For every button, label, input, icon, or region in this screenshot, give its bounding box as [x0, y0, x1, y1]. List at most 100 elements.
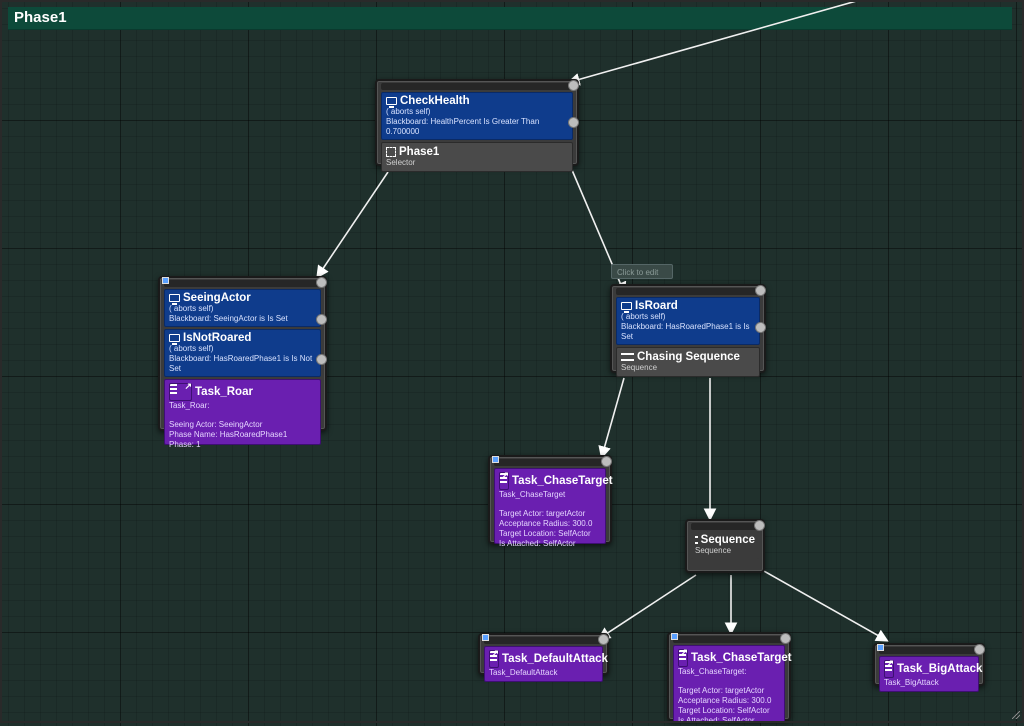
task-prop: Phase: 1: [169, 440, 201, 449]
resize-handle-icon[interactable]: [1012, 711, 1020, 719]
decorator-seeingactor[interactable]: SeeingActor ( aborts self) Blackboard: S…: [164, 289, 327, 327]
task-prop: Seeing Actor: SeeingActor: [169, 420, 263, 429]
decorator-title: SeeingActor: [183, 292, 251, 304]
composite-phase1[interactable]: Phase1 Selector: [381, 142, 573, 172]
decorator-aborts: ( aborts self): [386, 107, 431, 116]
decorator-aborts: ( aborts self): [621, 312, 666, 321]
decorator-desc: Blackboard: HasRoaredPhase1 is Is Not Se…: [169, 354, 313, 373]
task-chasetarget-2[interactable]: Task_ChaseTarget Task_ChaseTarget: Targe…: [673, 645, 792, 725]
input-pin-icon[interactable]: [754, 520, 765, 531]
task-title: Task_ChaseTarget: [512, 475, 613, 487]
node-top-bar: [164, 280, 321, 287]
composite-type: Selector: [386, 158, 416, 167]
input-pin-icon[interactable]: [316, 277, 327, 288]
comment-click-to-edit[interactable]: Click to edit: [611, 264, 673, 279]
decorator-desc: Blackboard: SeeingActor is Is Set: [169, 314, 288, 323]
decorator-pin-icon[interactable]: [316, 354, 327, 365]
node-top-bar: [494, 459, 606, 466]
decorator-title: IsRoard: [635, 300, 678, 312]
order-pin-icon: [671, 633, 678, 640]
task-roar[interactable]: Task_Roar Task_Roar: Seeing Actor: Seein…: [164, 379, 321, 449]
decorator-aborts: ( aborts self): [169, 344, 214, 353]
monitor-icon: [169, 294, 180, 305]
order-pin-icon: [162, 277, 169, 284]
decorator-isnotroared[interactable]: IsNotRoared ( aborts self) Blackboard: H…: [164, 329, 327, 377]
composite-title: Phase1: [399, 146, 440, 158]
composite-sequence[interactable]: Sequence Sequence: [691, 532, 759, 559]
task-defaultattack-node[interactable]: Task_DefaultAttack Task_DefaultAttack: [478, 633, 609, 682]
node-top-bar: [484, 637, 603, 644]
composite-title: Chasing Sequence: [637, 351, 740, 363]
decorator-aborts: ( aborts self): [169, 304, 214, 313]
chasing-sequence-node[interactable]: IsRoard ( aborts self) Blackboard: HasRo…: [610, 284, 766, 377]
order-pin-icon: [877, 644, 884, 651]
task-chasetarget-node-1[interactable]: Task_ChaseTarget Task_ChaseTarget Target…: [488, 455, 613, 548]
link-chasing-chase1: [598, 377, 625, 460]
task-bigattack-node[interactable]: Task_BigAttack Task_BigAttack: [873, 643, 985, 692]
node-top-bar: [879, 647, 979, 654]
composite-title: Sequence: [700, 534, 755, 546]
task-title: Task_Roar: [195, 386, 253, 398]
decorator-desc: Blackboard: HealthPercent Is Greater Tha…: [386, 117, 540, 136]
task-prop: Phase Name: HasRoaredPhase1: [169, 430, 288, 439]
task-icon: [884, 658, 894, 678]
task-icon: [489, 648, 499, 668]
task-roar-node[interactable]: SeeingActor ( aborts self) Blackboard: S…: [158, 276, 327, 449]
sequence-node[interactable]: Sequence Sequence: [685, 519, 765, 573]
task-defaultattack[interactable]: Task_DefaultAttack Task_DefaultAttack: [484, 646, 608, 682]
task-bigattack[interactable]: Task_BigAttack Task_BigAttack: [879, 656, 983, 692]
task-prop: Acceptance Radius: 300.0: [499, 519, 593, 528]
task-chasetarget-1[interactable]: Task_ChaseTarget Task_ChaseTarget Target…: [494, 468, 613, 548]
decorator-checkhealth[interactable]: CheckHealth ( aborts self) Blackboard: H…: [381, 92, 579, 140]
task-prop: Acceptance Radius: 300.0: [678, 696, 772, 705]
decorator-desc: Blackboard: HasRoaredPhase1 is Is Set: [621, 322, 750, 341]
composite-chasing-sequence[interactable]: Chasing Sequence Sequence: [616, 347, 760, 377]
decorator-title: CheckHealth: [400, 95, 470, 107]
phase1-node[interactable]: CheckHealth ( aborts self) Blackboard: H…: [375, 79, 579, 172]
selector-icon: [386, 147, 396, 157]
task-class: Task_ChaseTarget:: [678, 667, 747, 676]
task-title: Task_BigAttack: [897, 663, 983, 675]
link-phase1-seeing: [316, 171, 389, 279]
input-pin-icon[interactable]: [601, 456, 612, 467]
input-pin-icon[interactable]: [755, 285, 766, 296]
task-title: Task_ChaseTarget: [691, 652, 792, 664]
decorator-pin-icon[interactable]: [316, 314, 327, 325]
task-prop: Target Actor: targetActor: [499, 509, 586, 518]
monitor-icon: [169, 334, 180, 345]
node-top-bar: [673, 636, 785, 643]
link-seq-big: [761, 569, 889, 642]
task-icon: [678, 647, 688, 667]
node-top-bar: [691, 523, 759, 530]
graph-title-bar: Phase1: [8, 7, 1012, 30]
graph-title: Phase1: [14, 9, 67, 26]
composite-type: Sequence: [621, 363, 658, 372]
decorator-pin-icon[interactable]: [568, 117, 579, 128]
task-prop: Target Location: SelfActor: [499, 529, 591, 538]
order-pin-icon: [482, 634, 489, 641]
node-top-bar: [381, 83, 573, 90]
task-icon: [169, 381, 192, 401]
link-seq-default: [597, 574, 697, 640]
task-icon: [499, 470, 509, 490]
sequence-icon: [695, 536, 698, 544]
input-pin-icon[interactable]: [568, 80, 579, 91]
decorator-isroard[interactable]: IsRoard ( aborts self) Blackboard: HasRo…: [616, 297, 766, 345]
task-chasetarget-node-2[interactable]: Task_ChaseTarget Task_ChaseTarget: Targe…: [667, 632, 792, 725]
order-pin-icon: [492, 456, 499, 463]
task-class: Task_DefaultAttack: [489, 668, 558, 677]
input-pin-icon[interactable]: [974, 644, 985, 655]
decorator-title: IsNotRoared: [183, 332, 252, 344]
link-root-phase1: [566, 0, 861, 86]
task-prop: Target Actor: targetActor: [678, 686, 765, 695]
input-pin-icon[interactable]: [598, 634, 609, 645]
task-class: Task_BigAttack: [884, 678, 939, 687]
task-class: Task_ChaseTarget: [499, 490, 566, 499]
decorator-pin-icon[interactable]: [755, 322, 766, 333]
task-class: Task_Roar:: [169, 401, 210, 410]
monitor-icon: [386, 97, 397, 108]
input-pin-icon[interactable]: [780, 633, 791, 644]
task-prop: Is Attached: SelfActor: [499, 539, 576, 548]
sequence-icon: [621, 353, 634, 361]
